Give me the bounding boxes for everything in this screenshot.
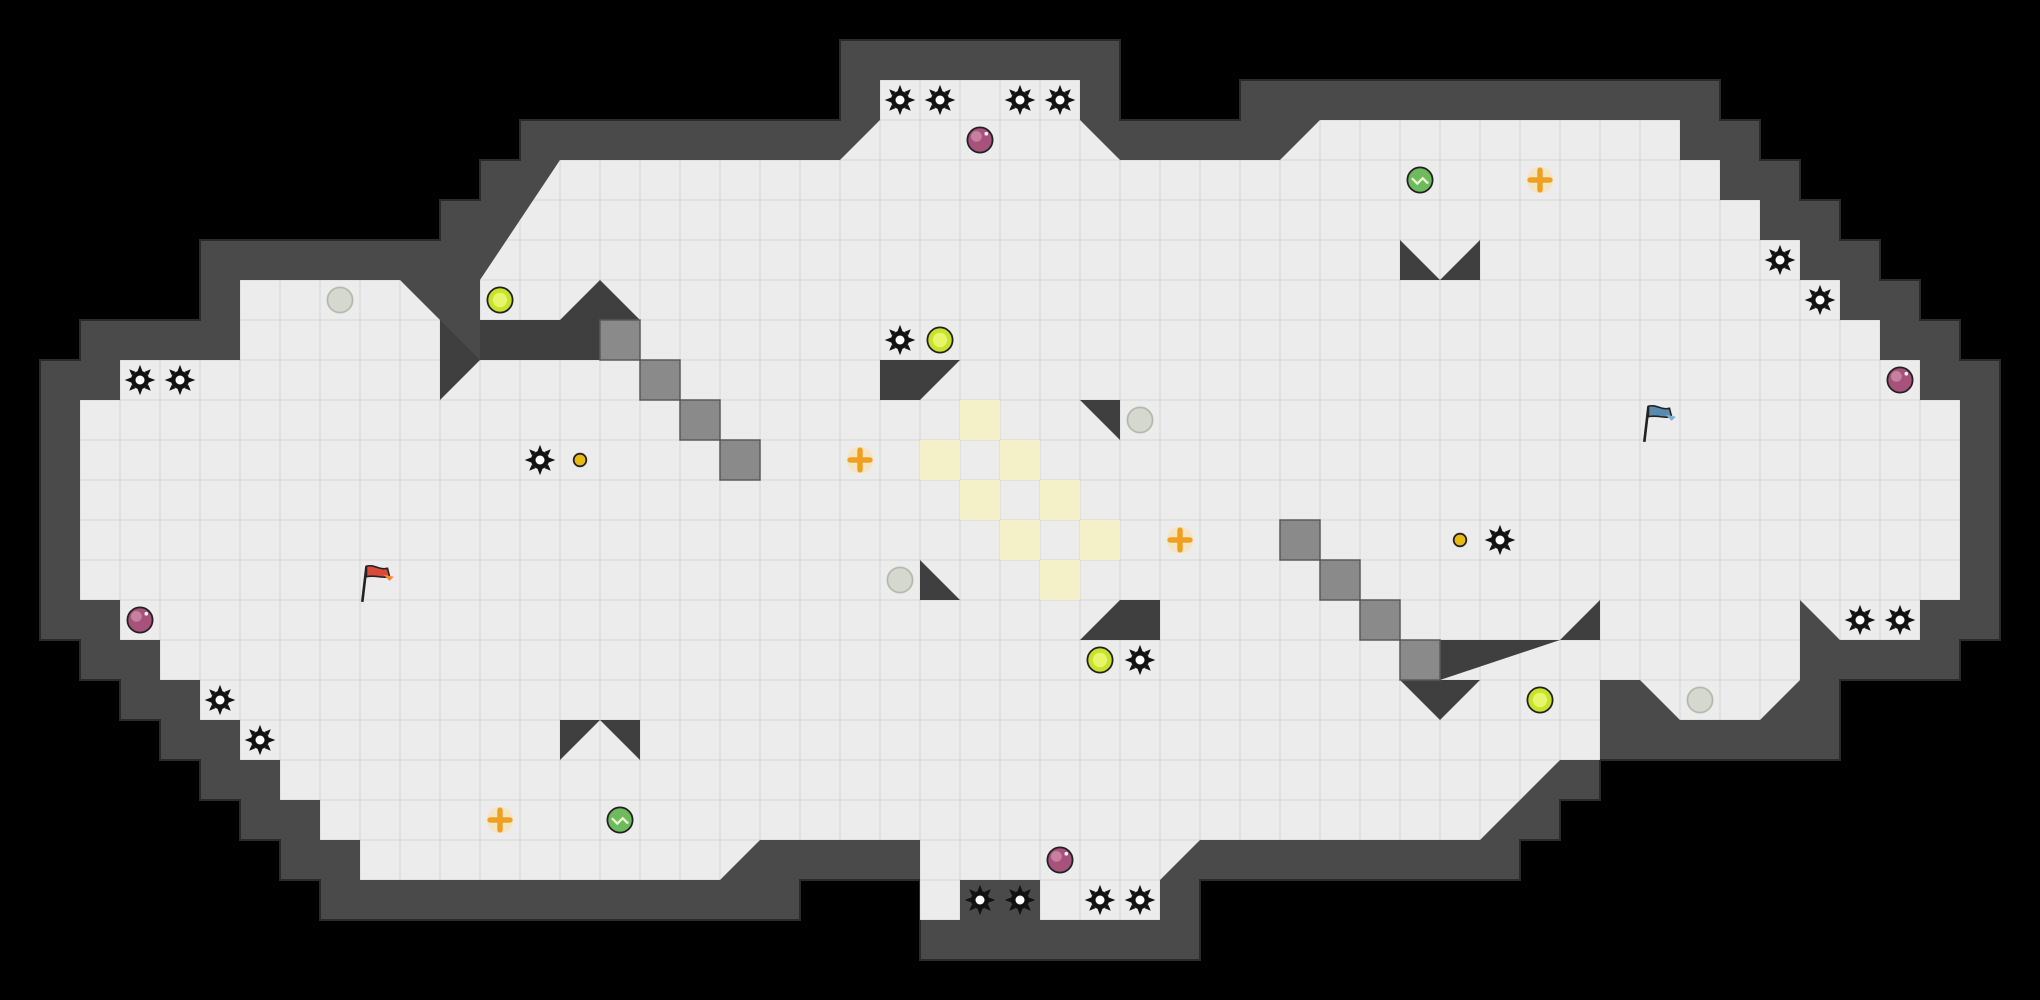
token-icon bbox=[572, 452, 588, 468]
inactive-orb-icon bbox=[1126, 406, 1154, 434]
inactive-orb-icon bbox=[886, 566, 914, 594]
spike-icon bbox=[1124, 884, 1156, 916]
spike-icon bbox=[1844, 604, 1876, 636]
spike-icon bbox=[164, 364, 196, 396]
spike-icon bbox=[1764, 244, 1796, 276]
green-orb-icon bbox=[1406, 166, 1434, 194]
spike-icon bbox=[924, 84, 956, 116]
spike-icon bbox=[1484, 524, 1516, 556]
green-orb-icon bbox=[606, 806, 634, 834]
purple-orb-icon bbox=[1046, 846, 1074, 874]
spike-icon bbox=[1004, 884, 1036, 916]
spike-icon bbox=[1044, 84, 1076, 116]
spike-icon bbox=[964, 884, 996, 916]
vent-tiles bbox=[599, 319, 1441, 681]
interior-walls bbox=[440, 240, 1600, 760]
center-glow-tiles bbox=[920, 400, 1120, 600]
spike-icon bbox=[1004, 84, 1036, 116]
inactive-orb-icon bbox=[1686, 686, 1714, 714]
yellow-orb-icon bbox=[926, 326, 954, 354]
boost-cross-icon bbox=[1526, 166, 1554, 194]
token-icon bbox=[1452, 532, 1468, 548]
boost-cross-icon bbox=[1166, 526, 1194, 554]
spike-icon bbox=[524, 444, 556, 476]
spike-icon bbox=[1804, 284, 1836, 316]
spike-icon bbox=[884, 324, 916, 356]
yellow-orb-icon bbox=[1526, 686, 1554, 714]
spike-icon bbox=[124, 364, 156, 396]
inactive-orb-icon bbox=[326, 286, 354, 314]
purple-orb-icon bbox=[1886, 366, 1914, 394]
yellow-orb-icon bbox=[1086, 646, 1114, 674]
purple-orb-icon bbox=[126, 606, 154, 634]
boost-cross-icon bbox=[486, 806, 514, 834]
spike-icon bbox=[1884, 604, 1916, 636]
spike-icon bbox=[884, 84, 916, 116]
spike-icon bbox=[204, 684, 236, 716]
spike-icon bbox=[1084, 884, 1116, 916]
boost-cross-icon bbox=[846, 446, 874, 474]
spike-icon bbox=[1124, 644, 1156, 676]
arena-floor bbox=[80, 80, 1960, 920]
spike-icon bbox=[244, 724, 276, 756]
yellow-orb-icon bbox=[486, 286, 514, 314]
purple-orb-icon bbox=[966, 126, 994, 154]
